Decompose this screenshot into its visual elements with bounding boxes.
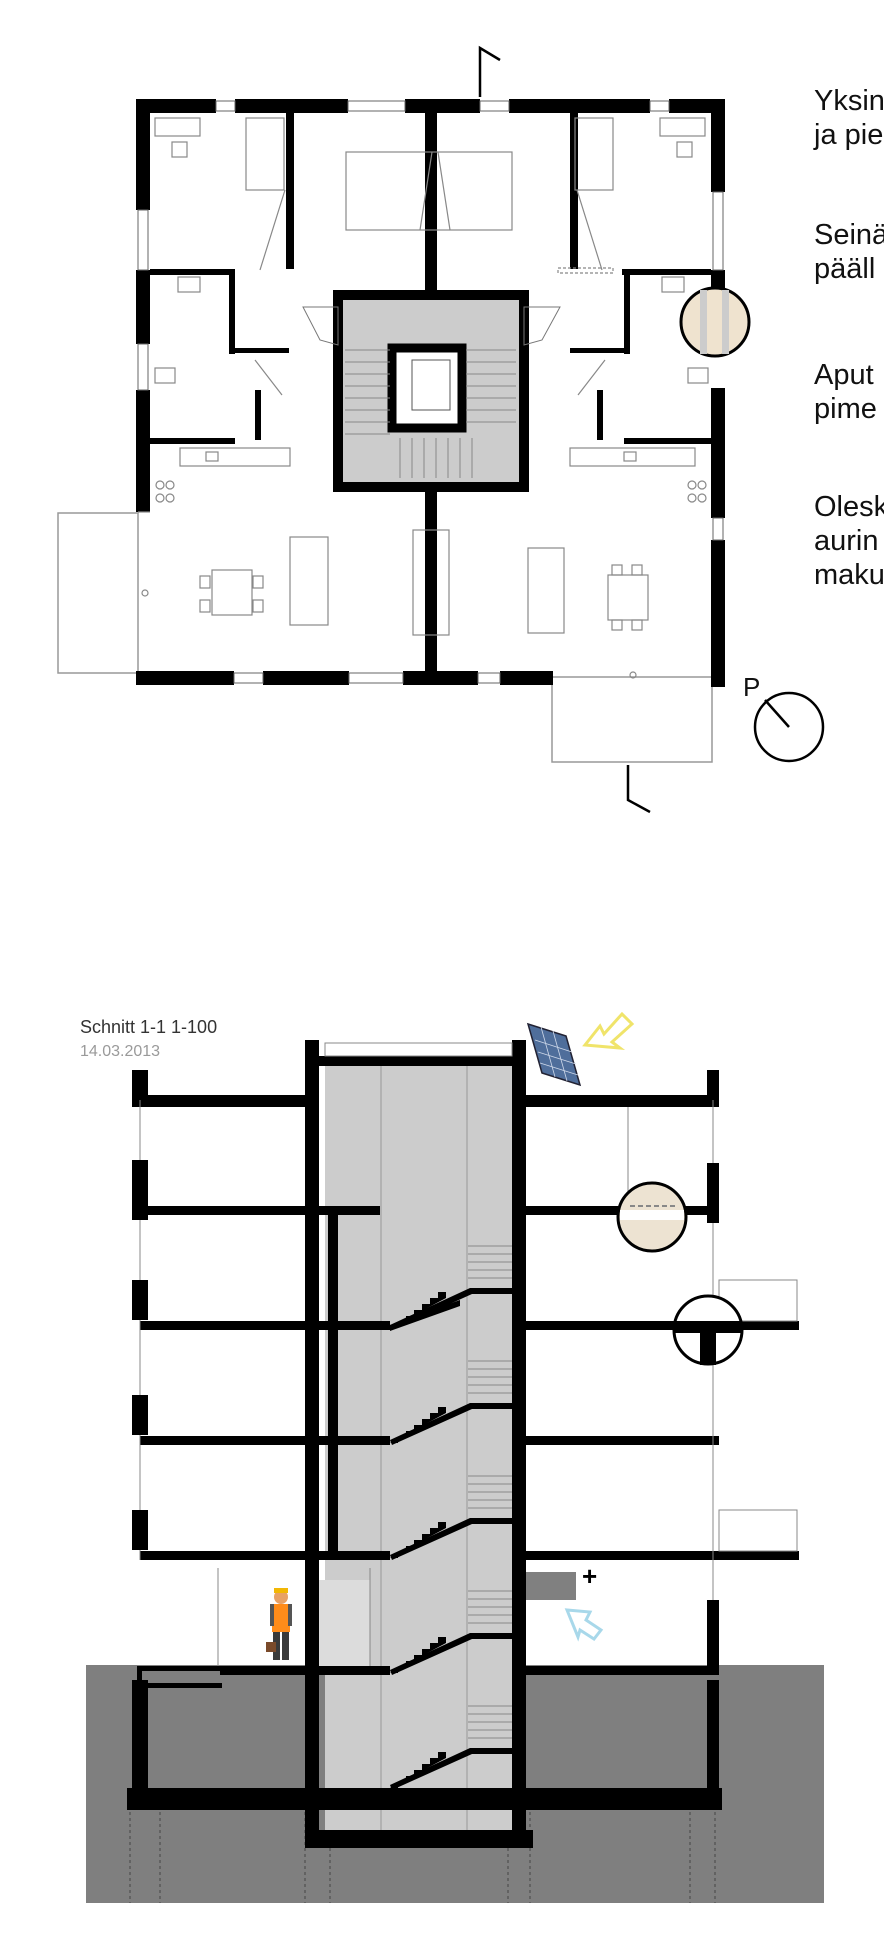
north-arrow-icon (753, 691, 825, 763)
note-2-line-1: Seinä (814, 219, 884, 251)
note-4-line-3: maku (814, 559, 884, 591)
section-date: 14.03.2013 (80, 1043, 161, 1060)
sun-arrow-icon (582, 1011, 635, 1050)
note-1-line-2: ja pie (814, 119, 884, 151)
outer-walls (136, 99, 725, 687)
section-structure (127, 1040, 799, 1848)
stair-flights (390, 1288, 512, 1790)
section-title: Schnitt 1-1 1-100 (80, 1017, 218, 1037)
section-marker-top (478, 45, 501, 97)
note-2: Seinä pääll (814, 218, 884, 286)
building-section (86, 1011, 824, 1903)
stair-shaft (325, 1063, 513, 1830)
note-1: Yksin ja pie (814, 84, 884, 152)
stair-core (302, 290, 561, 492)
note-3-line-1: Aput (814, 359, 874, 391)
windows (137, 100, 724, 684)
heater-icon (526, 1572, 576, 1600)
balcony-left (57, 512, 139, 674)
note-4-line-2: aurin (814, 525, 879, 557)
note-1-line-1: Yksin (814, 85, 884, 117)
balcony-detail-icon (672, 1294, 744, 1366)
floor-plan (57, 45, 825, 814)
note-3-line-2: pime (814, 393, 877, 425)
worker-figure-icon (266, 1588, 292, 1660)
airflow-arrow-icon (564, 1608, 604, 1642)
stair-treads (468, 1245, 512, 1739)
detail-circle-icon (616, 1181, 688, 1253)
note-4-line-1: Olesk (814, 491, 884, 523)
balcony-right (551, 676, 713, 763)
detail-circle-icon (679, 286, 751, 358)
solar-panel-icon (526, 1022, 582, 1087)
note-4: Olesk aurin maku (814, 490, 884, 592)
north-label: P (743, 672, 761, 702)
interior-walls (150, 113, 711, 675)
note-3: Aput pime (814, 358, 877, 426)
heater-plus-sign: + (582, 1561, 598, 1591)
section-marker-bottom (626, 765, 651, 814)
furniture (138, 117, 709, 679)
note-2-line-2: pääll (814, 253, 876, 285)
